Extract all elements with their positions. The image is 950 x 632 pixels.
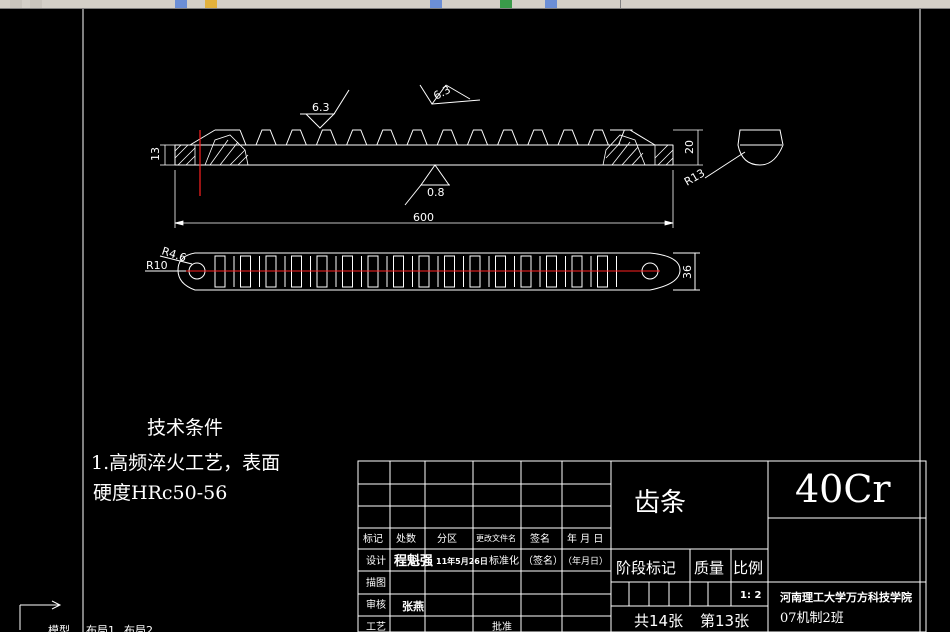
drawing-canvas[interactable]: 6.3 6.3 0.8 13 20 600 R13 R4.6 R10 [0,9,950,632]
dimension-label: R13 [682,167,707,189]
toolbar-button[interactable] [10,0,22,8]
header-cell: 标记 [363,533,383,545]
roughness-label: 6.3 [431,83,453,103]
school-name: 河南理工大学万方科技学院 [780,590,912,604]
material: 40Cr [795,467,891,511]
dimension-label: 13 [149,147,162,161]
tab-model[interactable]: 模型 [48,623,70,632]
header-cell: 签名 [530,532,550,545]
standardization-date: （年月日） [563,555,608,567]
dimension-label: 600 [413,211,434,224]
toolbar-button[interactable] [500,0,512,8]
row-label: 工艺 [366,621,386,632]
mass-label: 质量 [694,559,724,577]
tab-layout2[interactable]: 布局2 [124,624,153,632]
header-cell: 年 月 日 [567,532,603,545]
sheet-number: 第13张 [700,612,749,630]
rack-section-view [704,129,784,179]
dimension-label: R10 [146,259,168,272]
rack-front-view [174,129,674,166]
header-cell: 处数 [396,532,416,545]
dimension-label: 20 [683,140,696,154]
roughness-symbol [300,84,481,206]
layout-tabs: 模型 布局1 布局2 [48,623,153,632]
toolbar-button[interactable] [205,0,217,8]
notes-line: 1.高频淬火工艺，表面 [91,452,280,474]
ucs-icon [19,600,62,630]
drawing-border [82,9,921,632]
designer-name: 程魁强 [394,553,433,569]
scale-label: 比例 [733,559,763,577]
roughness-label: 0.8 [427,186,445,199]
standardization: 标准化 [489,554,519,567]
design-date: 11年5月26日 [436,556,488,566]
toolbar-button[interactable] [545,0,557,8]
tab-layout1[interactable]: 布局1 [86,624,115,632]
toolbar-button[interactable] [620,0,633,8]
header-cell: 分区 [437,533,457,545]
standardization-sign: （签名） [523,554,563,567]
part-name: 齿条 [634,488,686,518]
dimension-label: 36 [681,265,694,279]
roughness-label: 6.3 [312,101,330,114]
row-label: 描图 [366,576,386,589]
title-block [357,460,927,632]
reviewer-name: 张燕 [402,599,424,613]
toolbar-button[interactable] [430,0,442,8]
header-cell: 更改文件名 [476,533,516,543]
notes-title: 技术条件 [147,417,223,439]
class-name: 07机制2班 [780,611,844,626]
toolbar-button[interactable] [175,0,187,8]
stage-label: 阶段标记 [616,559,676,577]
row-label: 审核 [366,598,386,611]
row-label: 设计 [366,554,386,567]
sheet-total: 共14张 [634,612,683,630]
cad-toolbar [0,0,950,9]
dimension-lines [160,129,703,228]
approve-label: 批准 [492,620,512,632]
notes-line: 硬度HRc50-56 [93,482,227,504]
toolbar-button[interactable] [30,0,42,8]
scale-value: 1: 2 [740,590,761,601]
